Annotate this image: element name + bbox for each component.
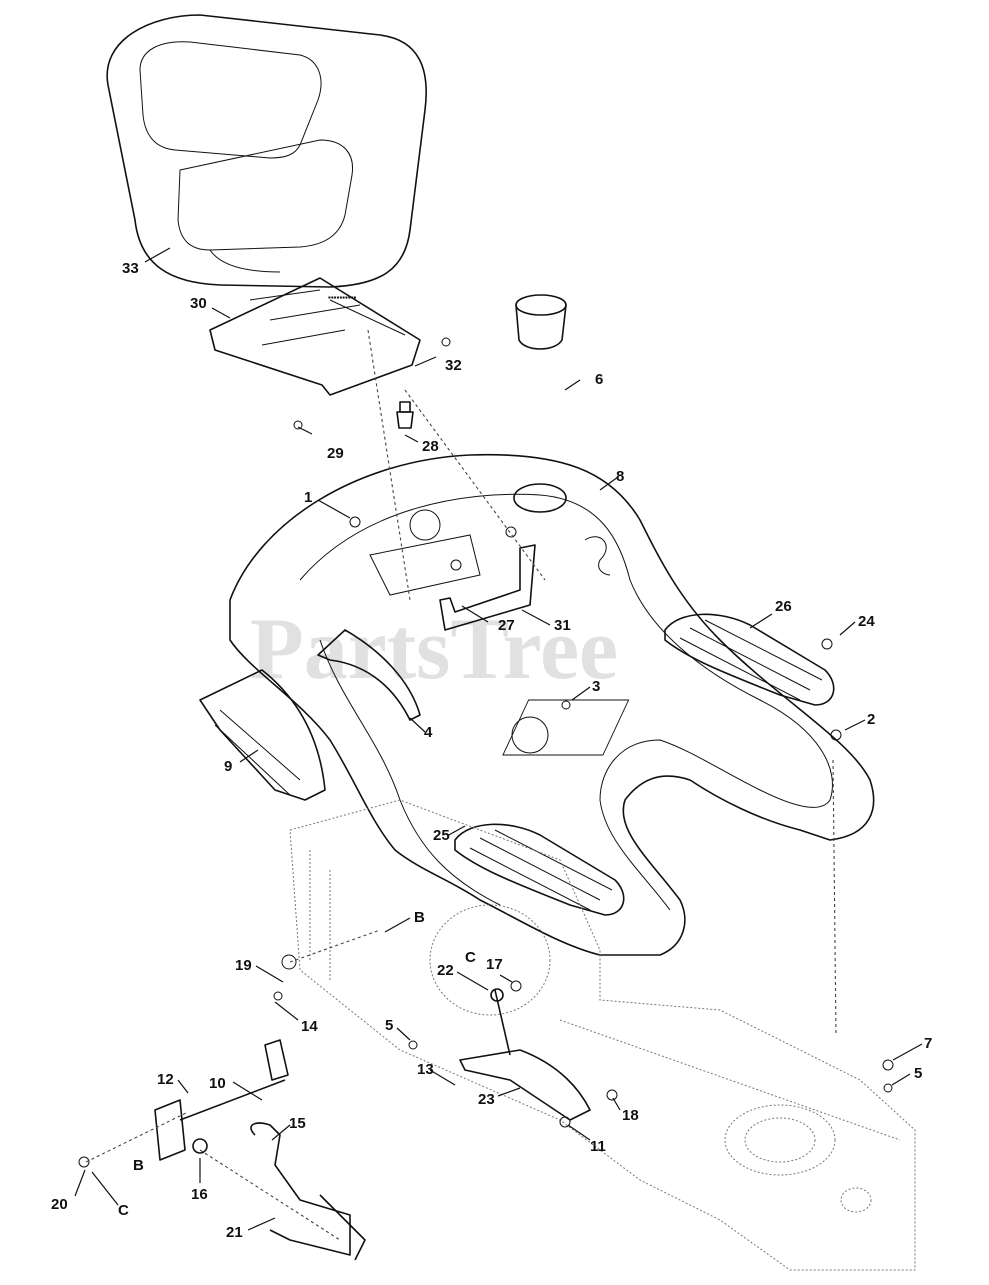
label-1: 1: [304, 489, 312, 506]
label-25: 25: [433, 827, 450, 844]
label-23: 23: [478, 1091, 495, 1108]
label-12: 12: [157, 1071, 174, 1088]
label-5b: 5: [914, 1065, 922, 1082]
label-16: 16: [191, 1186, 208, 1203]
label-26: 26: [775, 598, 792, 615]
label-29: 29: [327, 445, 344, 462]
pan-slots: ▪▪▪▪▪▪▪▪▪▪: [328, 293, 357, 302]
label-32: 32: [445, 357, 462, 374]
seat-pivot: [396, 401, 414, 429]
assembly-lines: [85, 329, 837, 1241]
label-28: 28: [422, 438, 439, 455]
label-2: 2: [867, 711, 875, 728]
label-8: 8: [616, 468, 624, 485]
label-10: 10: [209, 1075, 226, 1092]
foot-pad-left: [454, 823, 625, 916]
label-refC2: C: [118, 1202, 129, 1219]
label-27: 27: [498, 617, 515, 634]
leader-lines: [74, 247, 923, 1231]
label-19: 19: [235, 957, 252, 974]
label-31: 31: [554, 617, 571, 634]
label-30: 30: [190, 295, 207, 312]
label-6: 6: [595, 371, 603, 388]
tractor-frame: [289, 799, 916, 1271]
label-refC1: C: [465, 949, 476, 966]
label-5a: 5: [385, 1017, 393, 1034]
label-20: 20: [51, 1196, 68, 1213]
label-refB1: B: [414, 909, 425, 926]
label-3: 3: [592, 678, 600, 695]
label-24: 24: [858, 613, 875, 630]
label-9: 9: [224, 758, 232, 775]
label-18: 18: [622, 1107, 639, 1124]
label-14: 14: [301, 1018, 318, 1035]
fender-body: [229, 453, 875, 956]
label-15: 15: [289, 1115, 306, 1132]
cup-holder: [515, 294, 567, 350]
label-21: 21: [226, 1224, 243, 1241]
foot-pad-right: [664, 613, 835, 706]
shaft-assembly: [154, 1039, 289, 1161]
label-17: 17: [486, 956, 503, 973]
label-22: 22: [437, 962, 454, 979]
label-4: 4: [424, 724, 433, 741]
seat-pan: ▪▪▪▪▪▪▪▪▪▪: [209, 277, 421, 396]
label-33: 33: [122, 260, 139, 277]
label-7: 7: [924, 1035, 932, 1052]
side-trim: [317, 629, 421, 721]
seat: [106, 14, 427, 288]
dash-bracket: [439, 544, 536, 631]
lift-arm: [459, 988, 591, 1121]
pedal-rod: [250, 1122, 366, 1261]
label-11: 11: [590, 1138, 606, 1155]
front-panel: [199, 669, 326, 801]
watermark: PartsTree: [250, 601, 618, 698]
part-labels: 33 30 32 6 28 29 1 8 27 31 26 24 2 3 4 9…: [51, 260, 932, 1241]
label-13: 13: [417, 1061, 434, 1078]
label-refB2: B: [133, 1157, 144, 1174]
hardware: [78, 337, 894, 1168]
